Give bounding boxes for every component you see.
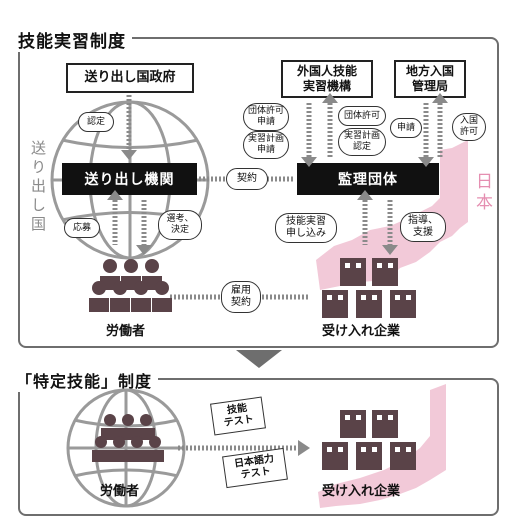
bubble-entry-permit-text: 入国 許可	[459, 116, 478, 137]
immigration-bureau-text: 地方入国 管理局	[405, 64, 454, 93]
contract-pill: 契約	[226, 168, 268, 190]
host-companies-label-bottom: 受け入れ企業	[322, 484, 401, 499]
foreign-trainee-org-text: 外国人技能 実習機構	[296, 64, 357, 93]
bubble-entry-permit: 入国 許可	[452, 113, 486, 141]
bubble-apply-worker: 応募	[64, 218, 100, 238]
employment-contract-pill: 雇用 契約	[221, 281, 261, 313]
bubble-group-permit-apply: 団体許可 申請	[243, 103, 289, 131]
bubble-selection: 選考、 決定	[158, 210, 202, 240]
bubble-trainee-apply: 技能実習 申し込み	[275, 213, 337, 243]
supervising-org-box: 監理団体	[297, 163, 439, 195]
bubble-selection-text: 選考、 決定	[166, 214, 194, 235]
technical-intern-section	[18, 37, 499, 348]
bubble-application: 申請	[390, 118, 422, 138]
bubble-plan-apply-text: 実習計画 申請	[247, 134, 284, 155]
sending-government-box: 送り出し国政府	[66, 63, 194, 93]
bubble-guidance: 指導、 支援	[400, 212, 446, 242]
workers-label: 労働者	[104, 320, 148, 339]
bubble-trainee-apply-text: 技能実習 申し込み	[286, 216, 326, 239]
immigration-bureau-box: 地方入国 管理局	[394, 60, 466, 98]
bubble-group-permit-apply-text: 団体許可 申請	[247, 106, 284, 127]
japan-label: 日本	[472, 172, 492, 214]
employment-contract-text: 雇用 契約	[231, 285, 251, 308]
bubble-plan-apply: 実習計画 申請	[243, 131, 289, 159]
host-companies-label: 受け入れ企業	[320, 320, 403, 339]
bubble-guidance-text: 指導、 支援	[408, 215, 438, 238]
section-title-specified-skill: 「特定技能」制度	[10, 368, 159, 392]
bubble-plan-certified: 実習計画 認定	[338, 128, 386, 156]
bubble-group-permit: 団体許可	[338, 106, 386, 126]
sending-country-label: 送り出し国	[29, 140, 47, 235]
section-title-technical-intern: 技能実習制度	[12, 27, 132, 52]
bubble-certification: 認定	[78, 112, 114, 132]
bubble-plan-certified-text: 実習計画 認定	[343, 131, 380, 152]
workers-label-bottom: 労働者	[100, 484, 140, 499]
sending-agency-box: 送り出し機関	[62, 163, 197, 195]
specified-skill-section	[18, 378, 499, 516]
